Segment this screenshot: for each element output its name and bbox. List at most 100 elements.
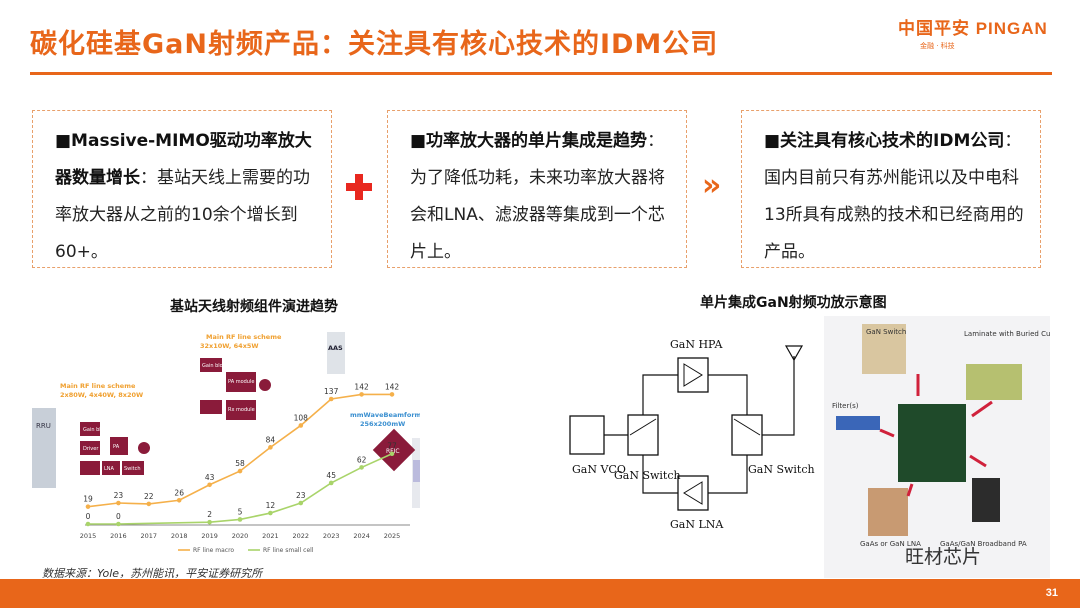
wire-switch-to-lna [708, 455, 748, 494]
scheme1-title: Main RF line scheme [60, 382, 136, 390]
rx-module-label: Rx module [228, 407, 255, 413]
series-0-label-2017: 22 [144, 492, 154, 501]
right-figure-caption: 单片集成GaN射频功放示意图 [700, 295, 887, 311]
series-1-point-2024 [359, 465, 364, 470]
data-source-note: 数据来源：Yole，苏州能讯，平安证券研究所 [42, 567, 263, 580]
series-0-label-2024: 142 [354, 382, 369, 391]
pa-label-1: PA [113, 444, 120, 450]
series-0-label-2021: 84 [266, 435, 276, 444]
arrow-laminate-to-pcb [971, 400, 993, 418]
x-tick-2022: 2022 [293, 532, 310, 540]
pa-module-block [226, 372, 256, 392]
pcb-photo [898, 404, 966, 482]
gain-block-top [80, 422, 100, 436]
series-1-point-2015 [85, 521, 91, 527]
x-tick-2023: 2023 [323, 532, 340, 540]
broadband-pa-photo [972, 478, 1000, 522]
lna-label: LNA [104, 466, 115, 472]
switch-block [122, 461, 144, 475]
series-1-label-2016: 0 [116, 512, 121, 521]
chart-decor: RRU AAS Main RF line scheme 2x80W, 4x40W… [32, 332, 420, 508]
point-box-1: ■Massive-MIMO驱动功率放大器数量增长：基站天线上需要的功率放大器从之… [32, 110, 332, 268]
point-2-heading: ■功率放大器的单片集成是趋势 [410, 131, 648, 151]
gan-switch-photo [862, 324, 906, 374]
gaas-label: GaAs or GaN LNA [860, 540, 921, 548]
wire-hpa-to-switch [708, 374, 748, 415]
gain-block-bottom [80, 461, 100, 475]
x-tick-2019: 2019 [201, 532, 218, 540]
wire-lna-to-switch [642, 455, 678, 494]
series-1-point-2020 [237, 517, 243, 522]
pa-module-label: PA module [228, 379, 254, 385]
rfic-label: RFIC [386, 448, 400, 455]
series-0-point-2018 [176, 497, 182, 503]
series-0-point-2015 [85, 504, 91, 509]
rx-module-block [226, 400, 256, 420]
watermark-text: 旺材芯片 [905, 546, 982, 568]
series-0-point-2025 [389, 392, 395, 397]
series-1-point-2025 [389, 451, 395, 457]
wire-to-antenna [762, 356, 795, 436]
gain-block-label-2: Gain block [202, 363, 228, 369]
antenna-node-2 [259, 379, 271, 391]
series-1-point-2023 [328, 480, 334, 486]
arrow-filter-to-pcb [879, 428, 895, 438]
series-1-point-2022 [298, 500, 304, 506]
point-1-text: ：基站天线上需要的功率放大器从之前的10余个增长到60+。 [55, 168, 310, 262]
series-1-label-2021: 12 [266, 501, 276, 510]
point-box-3: ■关注具有核心技术的IDM公司：国内目前只有苏州能讯以及中电科13所具有成熟的技… [741, 110, 1041, 268]
scheme1-sub: 2x80W, 4x40W, 8x20W [60, 391, 143, 399]
series-1-point-2019 [207, 519, 212, 525]
logo-main-text: 中国平安 PINGAN [898, 19, 1048, 38]
series-0-label-2015: 19 [83, 495, 93, 504]
page-title: 碳化硅基GaN射频产品：关注具有核心技术的IDM公司 [30, 29, 719, 60]
driver-label: Driver [83, 446, 99, 452]
x-tick-2021: 2021 [262, 532, 279, 540]
lna-label: GaN LNA [670, 518, 724, 531]
filter-photo [836, 416, 880, 430]
rru-label: RRU [36, 422, 51, 430]
pa-block [110, 437, 128, 455]
rfic-block [372, 428, 416, 472]
x-tick-2025: 2025 [384, 532, 401, 540]
broadband-label: GaAs/GaN Broadband PA [940, 540, 1027, 548]
series-0-point-2021 [268, 445, 273, 450]
gan-switch-photo-label: GaN Switch [866, 328, 906, 336]
brand-logo: 中国平安 PINGAN 金融 · 科技 [898, 14, 1048, 51]
right-switch-label: GaN Switch [748, 463, 815, 476]
series-0-label-2018: 26 [174, 488, 184, 497]
mmwave-title: mmWaveBeamformer [350, 411, 420, 419]
logo-sub-text: 金融 · 科技 [920, 42, 955, 50]
lna-amp-icon [683, 481, 703, 505]
point-3-text: ：国内目前只有苏州能讯以及中电科13所具有成熟的技术和已经商用的产品。 [764, 131, 1024, 262]
vco-label: GaN VCO [572, 463, 626, 476]
series-0-point-2016 [116, 500, 121, 506]
gain-block-mid-bottom [200, 400, 222, 414]
laminate-label: Laminate with Buried Cu Bars [964, 330, 1050, 338]
left-switch-label: GaN Switch [614, 469, 681, 482]
series-1-label-2020: 5 [238, 507, 243, 516]
page-number: 31 [1045, 587, 1058, 599]
series-0-point-2020 [237, 468, 243, 474]
gaas-photo [868, 488, 908, 536]
x-tick-2024: 2024 [353, 532, 370, 540]
legend-label-1: RF line small cell [263, 547, 314, 554]
series-1-point-2021 [268, 510, 273, 516]
aas-device-icon [327, 332, 345, 374]
series-0-point-2024 [359, 392, 364, 397]
switch-label: Switch [124, 466, 141, 472]
antenna-icon [784, 345, 804, 362]
series-1-point-2016 [116, 521, 121, 527]
x-tick-2015: 2015 [80, 532, 97, 540]
rru-device-icon [32, 408, 56, 488]
schematic-panel [562, 316, 824, 578]
assembly-arrows [879, 374, 993, 497]
series-1-label-2023: 45 [326, 471, 336, 480]
series-1-label-2022: 23 [296, 491, 306, 500]
series-0-label-2019: 43 [205, 473, 215, 482]
rf-trend-chart: RRU AAS Main RF line scheme 2x80W, 4x40W… [32, 332, 420, 554]
point-box-2: ■功率放大器的单片集成是趋势：为了降低功耗，未来功率放大器将会和LNA、滤波器等… [387, 110, 687, 268]
scheme2-sub: 32x10W, 64x5W [200, 342, 259, 350]
